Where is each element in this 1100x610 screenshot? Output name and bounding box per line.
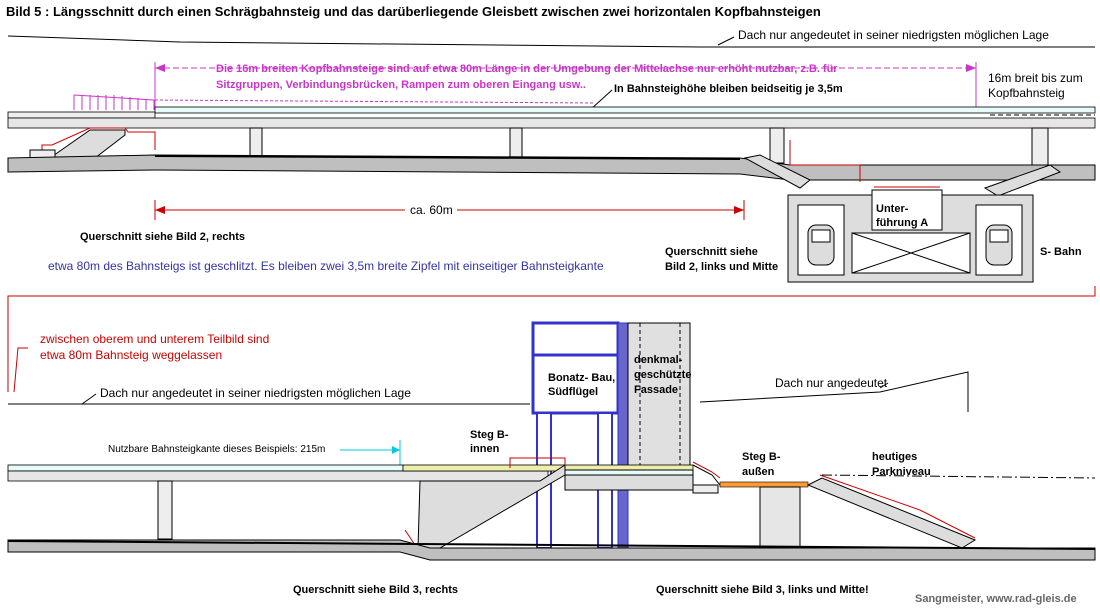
steg-inner-rail — [509, 457, 566, 468]
right-ramp — [743, 154, 811, 189]
park-ramp-rail — [819, 474, 976, 539]
upper-column-1 — [249, 127, 263, 159]
bottom-roof-note: Dach nur angedeutet in seiner niedrigste… — [100, 386, 411, 400]
top-cross-left: Querschnitt siehe Bild 2, rechts — [80, 231, 245, 243]
slit-note: etwa 80m des Bahnsteigs ist geschlitzt. … — [48, 259, 604, 273]
lower-track-bed — [7, 539, 1096, 561]
right-ramp-2 — [983, 164, 1062, 197]
lower-deck — [7, 470, 549, 482]
steg-outer-orange — [719, 481, 809, 488]
fassade-wall — [627, 322, 691, 474]
magenta-arrowhead-left — [155, 64, 165, 72]
park-line2: Parkniveau — [872, 466, 931, 478]
unterfuehrung-line2: führung A — [876, 217, 928, 229]
fassade-blue-strip — [617, 322, 629, 549]
upper-column-2 — [509, 127, 523, 161]
breit-line1: 16m breit bis zum — [988, 71, 1083, 85]
usable-edge-note: Nutzbare Bahnsteigkante dieses Beispiels… — [108, 444, 325, 455]
park-level-line — [821, 474, 1096, 479]
bottom-cross-left: Querschnitt siehe Bild 3, rechts — [293, 584, 458, 596]
right-ramp-rail — [789, 140, 861, 182]
top-roof-line — [7, 35, 1095, 48]
steg-outer-rail — [692, 461, 721, 479]
lower-platform-mid — [402, 464, 694, 472]
steg-inner-line2: innen — [470, 443, 500, 455]
usable-edge-arrow — [392, 446, 400, 454]
omitted-note-line1: zwischen oberem und unterem Teilbild sin… — [40, 332, 269, 346]
upper-platform-left — [7, 111, 156, 119]
omitted-note-line2: etwa 80m Bahnsteig weggelassen — [40, 348, 222, 362]
steg-outer-line1: Steg B- — [742, 451, 781, 463]
bottom-roof-right-leader — [879, 382, 889, 389]
bottom-roof-right — [699, 371, 969, 412]
steg-inner-rail-2 — [404, 529, 416, 546]
top-cross-mid-line1: Querschnitt siehe — [665, 246, 758, 258]
middle-bridge-cyan — [564, 469, 694, 476]
underpass-upper — [871, 189, 943, 231]
bonatz-building — [531, 321, 620, 415]
dim-arrow-right — [734, 206, 744, 214]
left-stair — [48, 129, 126, 159]
train-left — [807, 224, 835, 266]
underpass-cross-2 — [851, 232, 971, 274]
lower-column-1 — [157, 480, 173, 540]
left-stair-red-rail — [30, 127, 156, 151]
separator-red-jog — [13, 347, 28, 393]
figure-title: Bild 5 : Längsschnitt durch einen Schräg… — [6, 4, 821, 19]
bonatz-line2: Südflügel — [548, 386, 598, 398]
upper-column-3 — [769, 127, 785, 164]
magenta-hatch — [73, 94, 596, 110]
steg-outer-pier — [759, 486, 801, 548]
lower-track-rail — [7, 540, 1096, 550]
steg-outer-line2: außen — [742, 466, 775, 478]
park-line1: heutiges — [872, 451, 917, 463]
credit: Sangmeister, www.rad-gleis.de — [915, 593, 1077, 605]
lower-platform-cyan — [7, 464, 404, 472]
bottom-cross-right: Querschnitt siehe Bild 3, links und Mitt… — [656, 584, 869, 596]
platform-height-note: In Bahnsteighöhe bleiben beidseitig je 3… — [614, 83, 843, 95]
track-rail — [154, 155, 741, 160]
top-roof-leader — [717, 36, 735, 46]
top-section: Dach nur angedeutet in seiner niedrigste… — [7, 28, 1096, 283]
bottom-section: zwischen oberem und unterem Teilbild sin… — [7, 321, 1096, 596]
magenta-note-line1: Die 16m breiten Kopfbahnsteige sind auf … — [216, 63, 838, 75]
steg-inner-line1: Steg B- — [470, 429, 509, 441]
denkmal-line2: geschützte — [634, 369, 691, 381]
unterfuehrung-line1: Unter- — [876, 203, 909, 215]
bonatz-line1: Bonatz- Bau, — [548, 372, 615, 384]
park-ramp — [806, 477, 977, 549]
breit-line2: Kopfbahnsteig — [988, 86, 1065, 100]
magenta-arrowhead-right — [966, 64, 976, 72]
bottom-roof-note-right: Dach nur angedeutet — [775, 376, 888, 390]
denkmal-line3: Fassade — [634, 384, 678, 396]
bottom-roof-leader — [81, 393, 97, 405]
denkmal-line1: denkmal- — [634, 354, 683, 366]
dim-label: ca. 60m — [410, 203, 453, 217]
upper-column-4 — [1031, 127, 1049, 169]
upper-deck — [7, 117, 1096, 129]
top-roof-note: Dach nur angedeutet in seiner niedrigste… — [738, 28, 1049, 42]
middle-bridge — [564, 474, 694, 491]
top-cross-mid-line2: Bild 2, links und Mitte — [665, 261, 778, 273]
dim-arrow-left — [155, 206, 165, 214]
separator-red-line — [7, 286, 1096, 392]
steg-outer-box — [692, 484, 719, 494]
sbahn-label: S- Bahn — [1040, 246, 1082, 258]
dim-label-bg — [405, 201, 457, 217]
train-right — [985, 224, 1013, 266]
upper-platform-cyan — [154, 106, 1096, 114]
magenta-note-line2: Sitzgruppen, Verbindungsbrücken, Rampen … — [216, 79, 586, 91]
